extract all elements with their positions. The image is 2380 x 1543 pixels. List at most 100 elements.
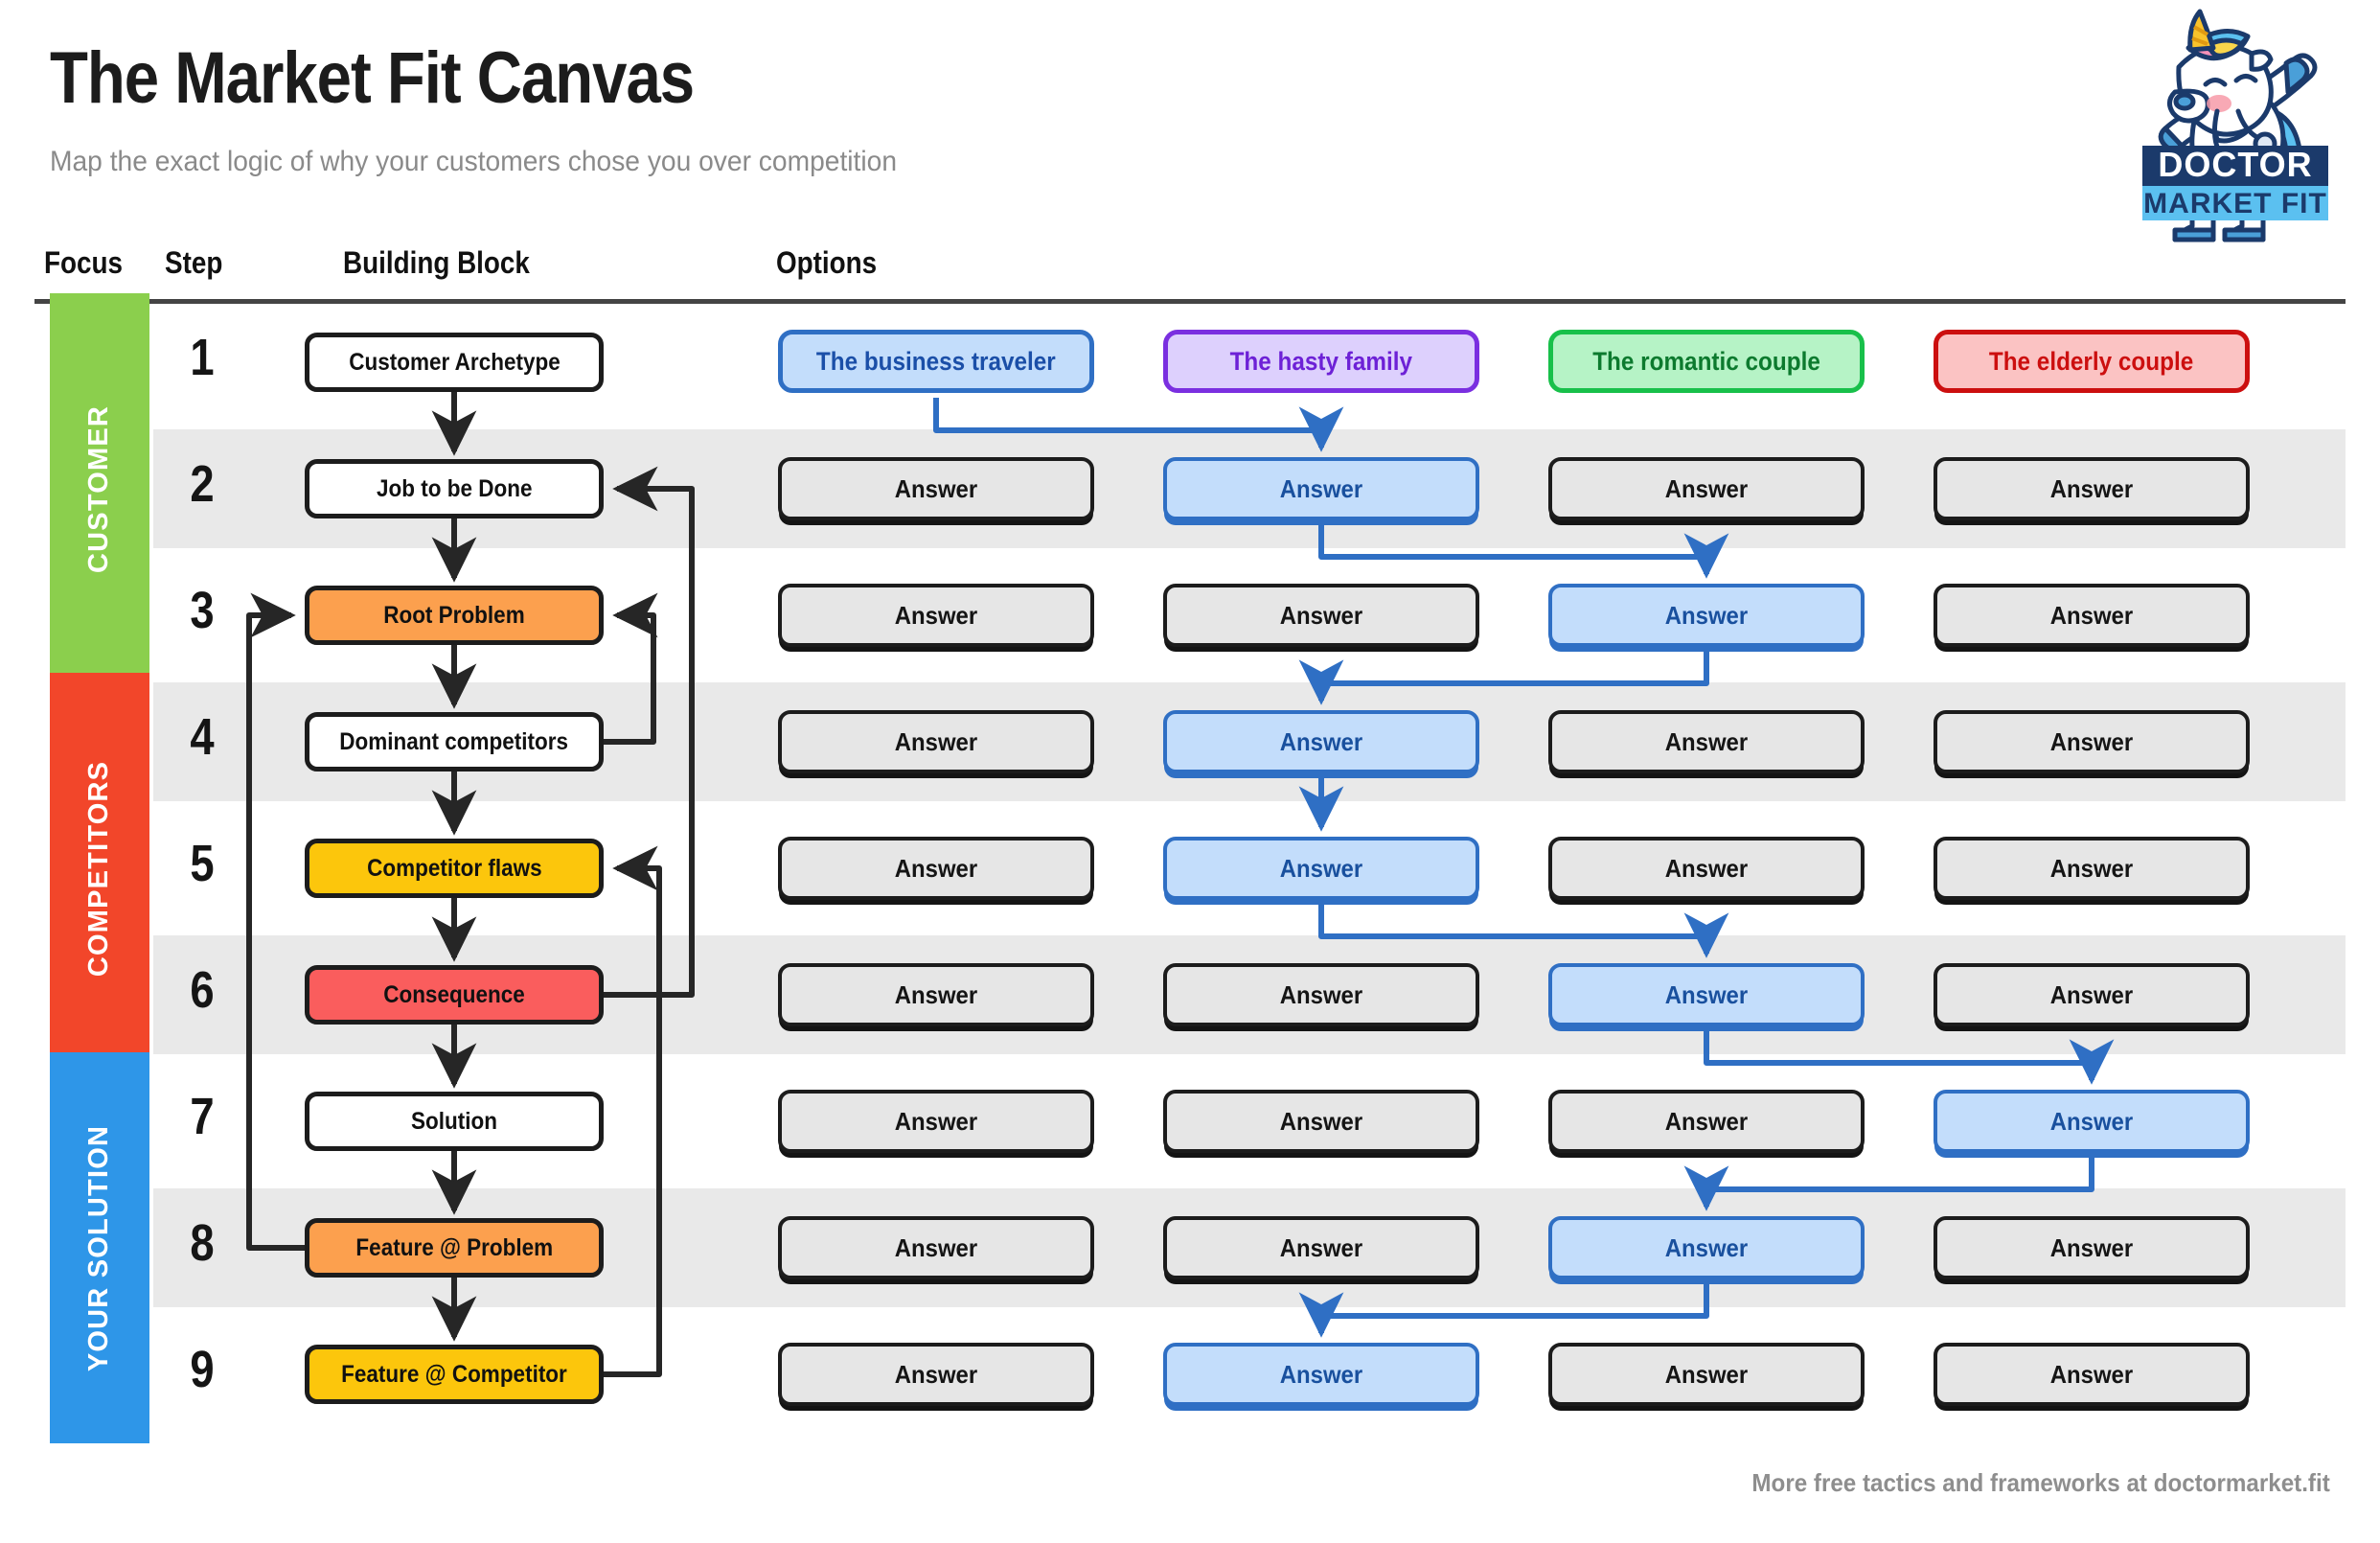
answer-cell[interactable]: Answer <box>1934 584 2250 647</box>
answer-label: Answer <box>1279 1232 1363 1262</box>
answer-label: Answer <box>2049 1232 2134 1262</box>
answer-cell[interactable]: Answer <box>1163 963 1479 1026</box>
answer-label: Answer <box>894 853 978 883</box>
focus-band-label: YOUR SOLUTION <box>83 1124 115 1371</box>
step-number-3: 3 <box>190 582 215 639</box>
answer-label: Answer <box>2049 473 2134 503</box>
footer-note: More free tactics and frameworks at doct… <box>1751 1468 2330 1497</box>
answer-label: Answer <box>894 1106 978 1136</box>
answer-label: Answer <box>894 979 978 1009</box>
answer-cell[interactable]: Answer <box>1163 1090 1479 1153</box>
answer-label: Answer <box>2049 1359 2134 1389</box>
option-header-label: The business traveler <box>816 346 1056 376</box>
option-header-the-romantic-couple[interactable]: The romantic couple <box>1548 330 1865 393</box>
building-block-label: Solution <box>410 1107 497 1135</box>
answer-cell[interactable]: Answer <box>778 963 1094 1026</box>
answer-cell[interactable]: Answer <box>778 710 1094 773</box>
answer-label: Answer <box>2049 1106 2134 1136</box>
answer-cell[interactable]: Answer <box>778 584 1094 647</box>
answer-cell[interactable]: Answer <box>1548 1216 1865 1279</box>
answer-cell[interactable]: Answer <box>1934 963 2250 1026</box>
step-number-5: 5 <box>190 835 215 892</box>
step-number-8: 8 <box>190 1214 215 1272</box>
answer-label: Answer <box>894 473 978 503</box>
building-block-solution[interactable]: Solution <box>305 1092 604 1151</box>
answer-label: Answer <box>894 600 978 630</box>
building-block-label: Feature @ Competitor <box>341 1360 567 1388</box>
answer-cell[interactable]: Answer <box>1934 1216 2250 1279</box>
answer-label: Answer <box>2049 979 2134 1009</box>
building-block-label: Feature @ Problem <box>355 1233 553 1261</box>
answer-cell[interactable]: Answer <box>1548 963 1865 1026</box>
page-subtitle: Map the exact logic of why your customer… <box>50 146 898 177</box>
focus-band-label: COMPETITORS <box>83 760 115 977</box>
answer-cell[interactable]: Answer <box>1163 457 1479 520</box>
answer-label: Answer <box>1664 600 1749 630</box>
answer-label: Answer <box>1279 1359 1363 1389</box>
answer-label: Answer <box>894 726 978 756</box>
option-header-the-hasty-family[interactable]: The hasty family <box>1163 330 1479 393</box>
building-block-job-to-be-done[interactable]: Job to be Done <box>305 459 604 518</box>
answer-cell[interactable]: Answer <box>1163 710 1479 773</box>
step-number-7: 7 <box>190 1088 215 1145</box>
building-block-root-problem[interactable]: Root Problem <box>305 586 604 645</box>
option-header-the-elderly-couple[interactable]: The elderly couple <box>1934 330 2250 393</box>
answer-cell[interactable]: Answer <box>1548 710 1865 773</box>
answer-label: Answer <box>1279 1106 1363 1136</box>
building-block-feature-problem[interactable]: Feature @ Problem <box>305 1218 604 1278</box>
answer-cell[interactable]: Answer <box>778 1090 1094 1153</box>
column-header-building-block: Building Block <box>343 245 530 280</box>
answer-cell[interactable]: Answer <box>1934 1343 2250 1406</box>
building-block-dominant-competitors[interactable]: Dominant competitors <box>305 712 604 772</box>
option-header-label: The elderly couple <box>1989 346 2194 376</box>
logo-word-market-fit: MARKET FIT <box>2143 188 2327 219</box>
page-title: The Market Fit Canvas <box>50 37 695 119</box>
building-block-label: Root Problem <box>383 601 525 629</box>
focus-band-customer: CUSTOMER <box>50 293 149 684</box>
building-block-feature-competitor[interactable]: Feature @ Competitor <box>305 1345 604 1404</box>
focus-band-your-solution: YOUR SOLUTION <box>50 1052 149 1443</box>
answer-label: Answer <box>1664 1232 1749 1262</box>
option-header-label: The hasty family <box>1229 346 1413 376</box>
answer-cell[interactable]: Answer <box>1934 1090 2250 1153</box>
building-block-label: Dominant competitors <box>339 727 569 755</box>
answer-cell[interactable]: Answer <box>778 1216 1094 1279</box>
page-header: The Market Fit Canvas Map the exact logi… <box>0 0 2380 304</box>
answer-cell[interactable]: Answer <box>1163 837 1479 900</box>
answer-label: Answer <box>1279 473 1363 503</box>
answer-label: Answer <box>1279 600 1363 630</box>
answer-label: Answer <box>1664 473 1749 503</box>
building-block-label: Consequence <box>383 980 525 1008</box>
answer-label: Answer <box>2049 726 2134 756</box>
focus-band-competitors: COMPETITORS <box>50 673 149 1064</box>
answer-cell[interactable]: Answer <box>1163 584 1479 647</box>
step-number-2: 2 <box>190 455 215 513</box>
answer-cell[interactable]: Answer <box>778 1343 1094 1406</box>
answer-label: Answer <box>894 1359 978 1389</box>
column-header-options: Options <box>776 245 878 280</box>
answer-label: Answer <box>1664 1359 1749 1389</box>
answer-cell[interactable]: Answer <box>1548 837 1865 900</box>
answer-label: Answer <box>2049 600 2134 630</box>
building-block-customer-archetype[interactable]: Customer Archetype <box>305 333 604 392</box>
answer-cell[interactable]: Answer <box>1934 710 2250 773</box>
building-block-competitor-flaws[interactable]: Competitor flaws <box>305 839 604 898</box>
answer-cell[interactable]: Answer <box>1163 1216 1479 1279</box>
option-header-the-business-traveler[interactable]: The business traveler <box>778 330 1094 393</box>
answer-cell[interactable]: Answer <box>1548 1343 1865 1406</box>
building-block-label: Competitor flaws <box>366 854 542 882</box>
answer-cell[interactable]: Answer <box>1163 1343 1479 1406</box>
answer-label: Answer <box>1664 853 1749 883</box>
answer-cell[interactable]: Answer <box>1548 584 1865 647</box>
answer-cell[interactable]: Answer <box>778 457 1094 520</box>
answer-label: Answer <box>1279 979 1363 1009</box>
answer-cell[interactable]: Answer <box>1934 457 2250 520</box>
answer-cell[interactable]: Answer <box>778 837 1094 900</box>
answer-cell[interactable]: Answer <box>1548 457 1865 520</box>
answer-cell[interactable]: Answer <box>1934 837 2250 900</box>
option-header-label: The romantic couple <box>1592 346 1820 376</box>
building-block-consequence[interactable]: Consequence <box>305 965 604 1025</box>
answer-cell[interactable]: Answer <box>1548 1090 1865 1153</box>
header-divider <box>34 299 2346 304</box>
step-number-4: 4 <box>190 708 215 766</box>
